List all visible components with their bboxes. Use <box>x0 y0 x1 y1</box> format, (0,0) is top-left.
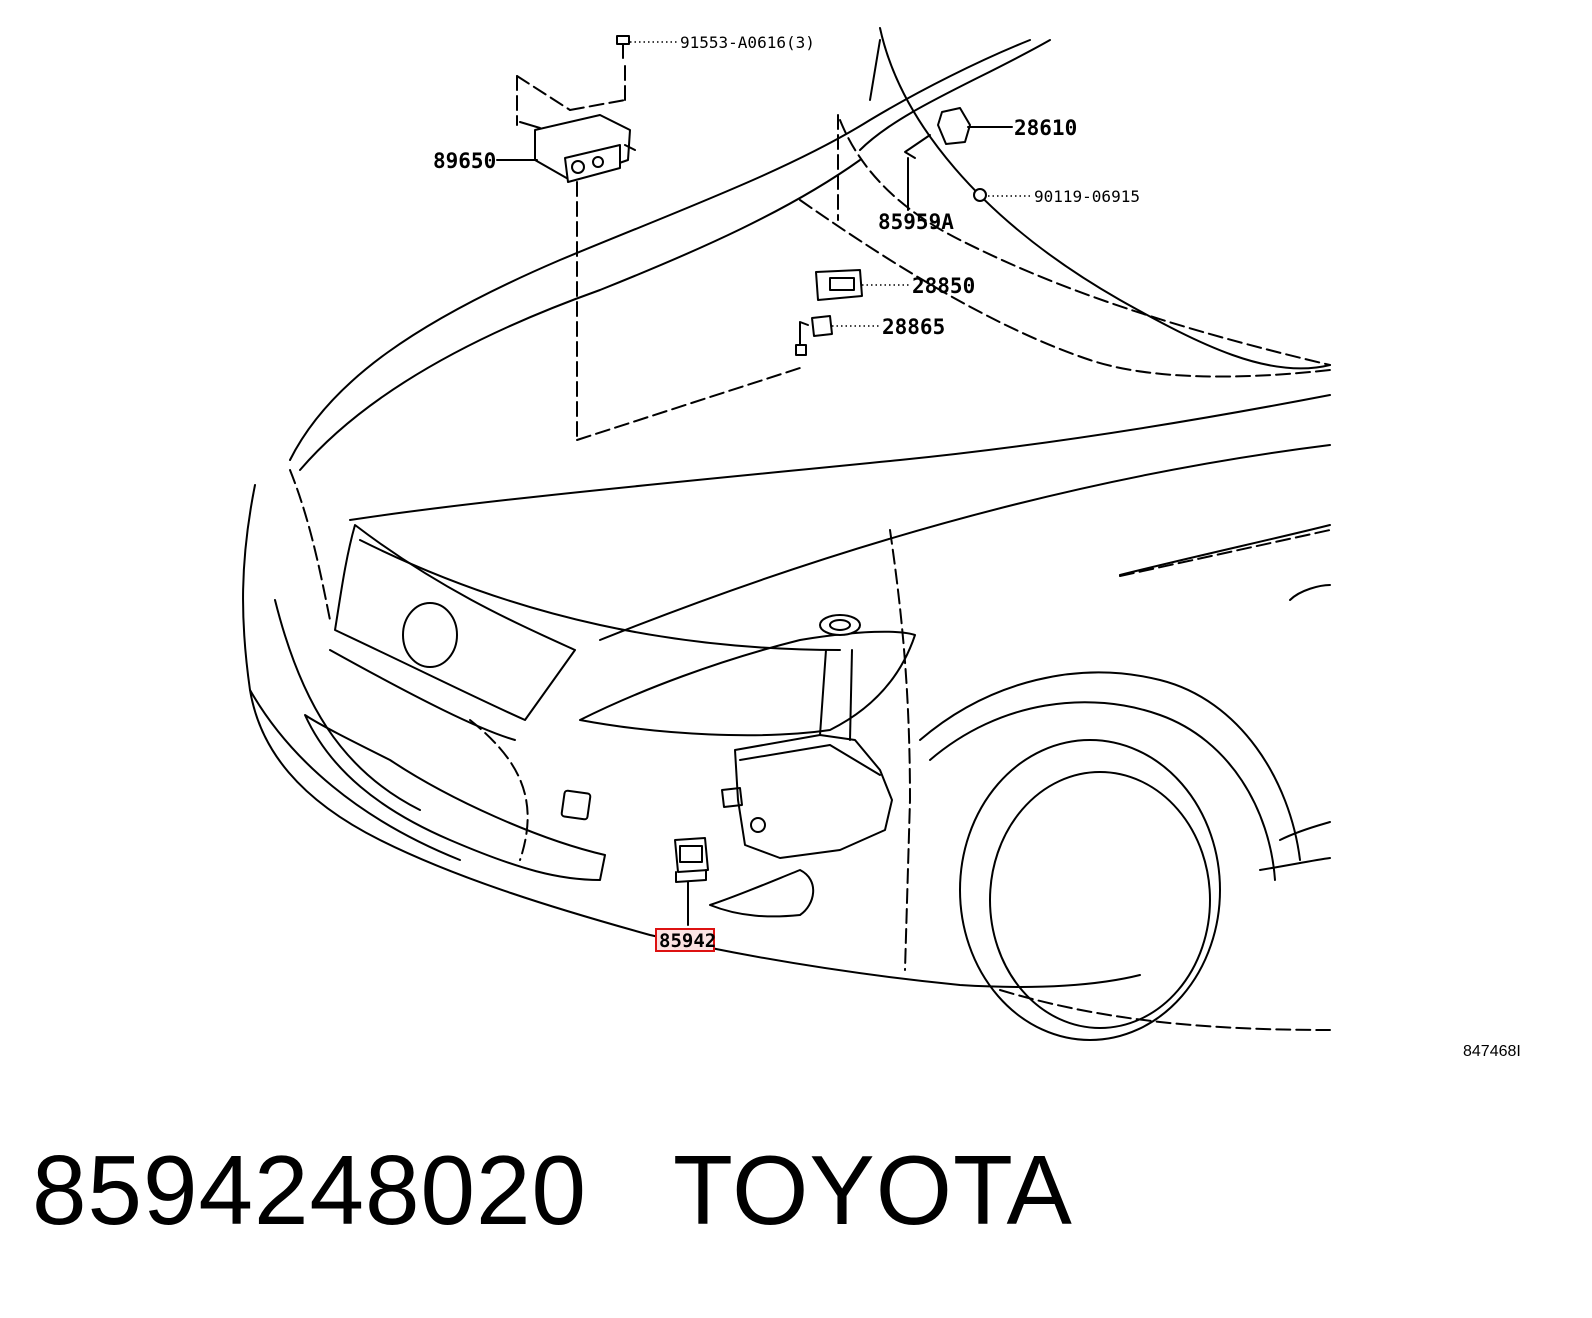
figure-code: 847468I <box>1463 1043 1521 1060</box>
parts-diagram: 91553-A0616(3) 89650 28610 90119-06915 8… <box>242 27 1521 1060</box>
part-89650-module <box>516 59 801 441</box>
part-28865-relay <box>795 315 833 356</box>
part-85942-horn-relay <box>674 837 709 926</box>
callout-28610: 28610 <box>1014 116 1077 140</box>
callout-89650: 89650 <box>433 149 496 173</box>
part-28610-sensor <box>904 107 971 159</box>
part-number: 8594248020 <box>32 1134 588 1245</box>
part-washer-tank <box>721 614 893 859</box>
car-outline <box>242 27 1331 1041</box>
callout-28865: 28865 <box>882 315 945 339</box>
callout-85942: 85942 <box>659 930 716 952</box>
callout-28850: 28850 <box>912 274 975 298</box>
part-28850-relay <box>815 269 863 301</box>
leader-lines <box>496 41 1032 327</box>
brand-name: TOYOTA <box>673 1134 1073 1245</box>
callout-85942-highlight[interactable]: 85942 <box>655 928 716 952</box>
part-90119-bolt <box>973 188 987 202</box>
part-91553-bolt <box>616 35 630 59</box>
callout-91553: 91553-A0616(3) <box>680 33 815 52</box>
callout-85959A: 85959A <box>878 210 954 234</box>
footer: 8594248020 TOYOTA <box>32 1130 1073 1250</box>
callout-90119: 90119-06915 <box>1034 187 1140 206</box>
